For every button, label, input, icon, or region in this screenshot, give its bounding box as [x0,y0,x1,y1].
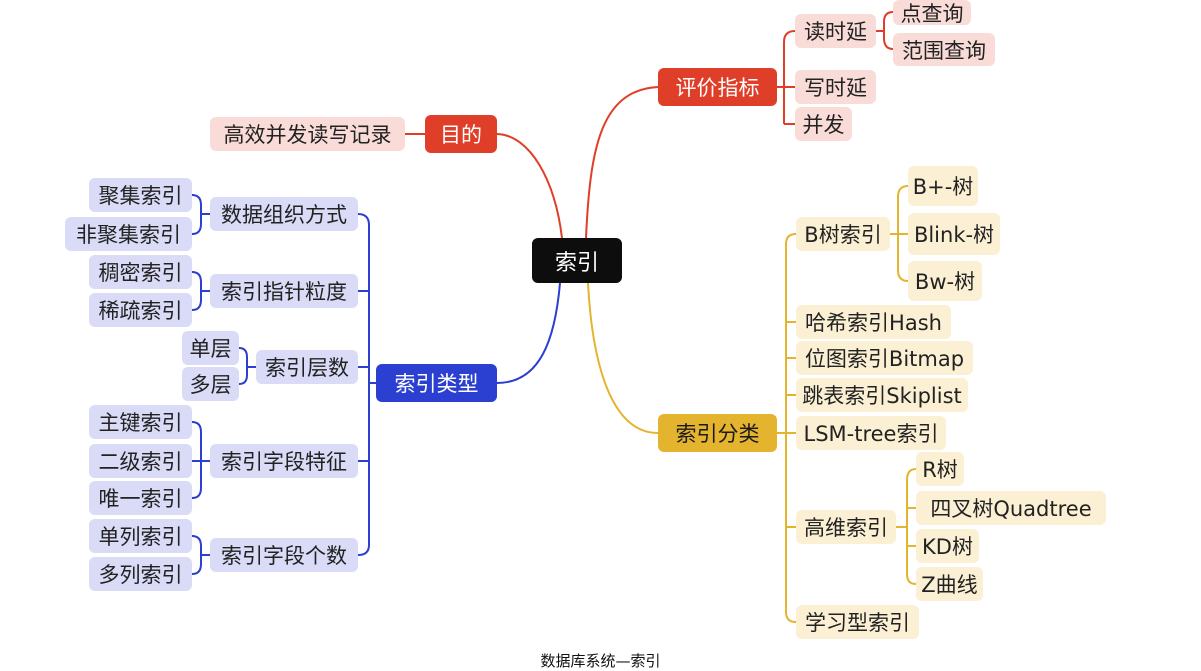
metric-range-query: 范围查询 [893,33,995,66]
feat-primary: 主键索引 [89,405,192,439]
purpose-leaf: 高效并发读写记录 [210,117,405,151]
gran-dense: 稠密索引 [89,255,192,289]
types-field-count: 索引字段个数 [210,538,358,572]
branch-metrics: 评价指标 [658,68,777,106]
highdim-rtree: R树 [916,452,964,486]
connector-root-classes [587,282,659,434]
metric-concurrency: 并发 [795,107,852,141]
class-bitmap: 位图索引Bitmap [796,341,973,375]
gran-sparse: 稀疏索引 [89,293,192,327]
types-levels: 索引层数 [256,350,358,384]
highdim-quadtree: 四叉树Quadtree [916,491,1106,525]
class-lsm: LSM-tree索引 [796,416,946,450]
btree-bplus: B+-树 [908,166,978,206]
branch-classes: 索引分类 [658,414,777,452]
btree-blink: Blink-树 [908,213,1000,255]
types-granularity: 索引指针粒度 [210,274,358,308]
feat-secondary: 二级索引 [89,444,192,478]
root-node: 索引 [532,238,622,283]
connector-root-types [496,282,561,384]
class-highdim: 高维索引 [796,510,896,544]
class-learned: 学习型索引 [796,605,919,639]
branch-purpose: 目的 [425,115,497,153]
class-btree: B树索引 [796,217,890,251]
org-nonclustered: 非聚集索引 [65,217,192,251]
connector-root-purpose [496,133,563,239]
highdim-kdtree: KD树 [916,529,979,563]
highdim-zcurve: Z曲线 [916,567,983,601]
metric-read-latency: 读时延 [795,14,876,48]
connector-root-metrics [585,86,659,239]
class-hash: 哈希索引Hash [796,305,951,339]
metric-write-latency: 写时延 [795,70,876,104]
metric-point-query: 点查询 [893,0,971,26]
btree-bw: Bw-树 [908,261,982,301]
branch-types: 索引类型 [376,364,497,402]
count-single: 单列索引 [89,519,192,553]
caption: 数据库系统—索引 [540,652,661,670]
org-clustered: 聚集索引 [89,178,192,212]
count-multi: 多列索引 [89,557,192,591]
level-multi: 多层 [182,367,239,401]
types-organization: 数据组织方式 [210,197,358,231]
level-single: 单层 [182,331,239,365]
class-skiplist: 跳表索引Skiplist [796,378,968,412]
types-field-feature: 索引字段特征 [210,444,358,478]
feat-unique: 唯一索引 [89,481,192,515]
